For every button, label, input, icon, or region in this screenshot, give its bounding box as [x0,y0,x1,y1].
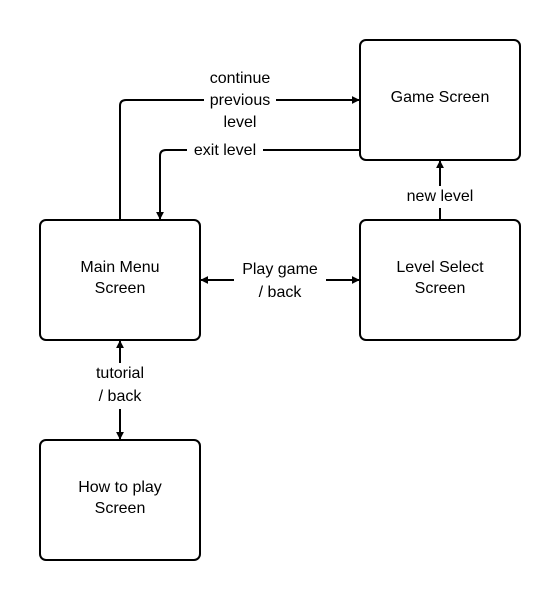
node-how-to-play: How to play Screen [39,439,201,561]
node-box [359,219,521,341]
node-box [359,39,521,161]
label-play-game-back: Play game / back [234,259,326,305]
node-game-screen: Game Screen [359,39,521,161]
label-line: tutorial [96,365,144,382]
label-line: previous [210,92,270,109]
node-label: How to play [78,479,162,496]
label-line: level [224,114,257,131]
label-line: Play game [242,261,318,278]
node-label: Level Select [396,259,484,276]
node-level-select: Level Select Screen [359,219,521,341]
label-new-level: new level [399,186,481,208]
node-main-menu: Main Menu Screen [39,219,201,341]
node-box [39,439,201,561]
node-label: Game Screen [391,89,490,106]
node-label: Screen [95,500,146,517]
node-label: Screen [415,280,466,297]
label-tutorial-back: tutorial / back [88,363,152,409]
edge-exit-level [156,149,360,220]
label-line: / back [259,284,303,301]
label-line: exit level [194,142,256,159]
node-label: Screen [95,280,146,297]
label-line: new level [407,188,474,205]
node-box [39,219,201,341]
label-continue-previous-level: continue previous level [204,70,276,132]
label-line: / back [99,388,143,405]
edge-continue-previous-level [119,96,360,220]
label-exit-level: exit level [187,141,263,161]
node-label: Main Menu [80,259,159,276]
label-line: continue [210,70,271,87]
edge-labels: continue previous level exit level new l… [88,70,481,409]
